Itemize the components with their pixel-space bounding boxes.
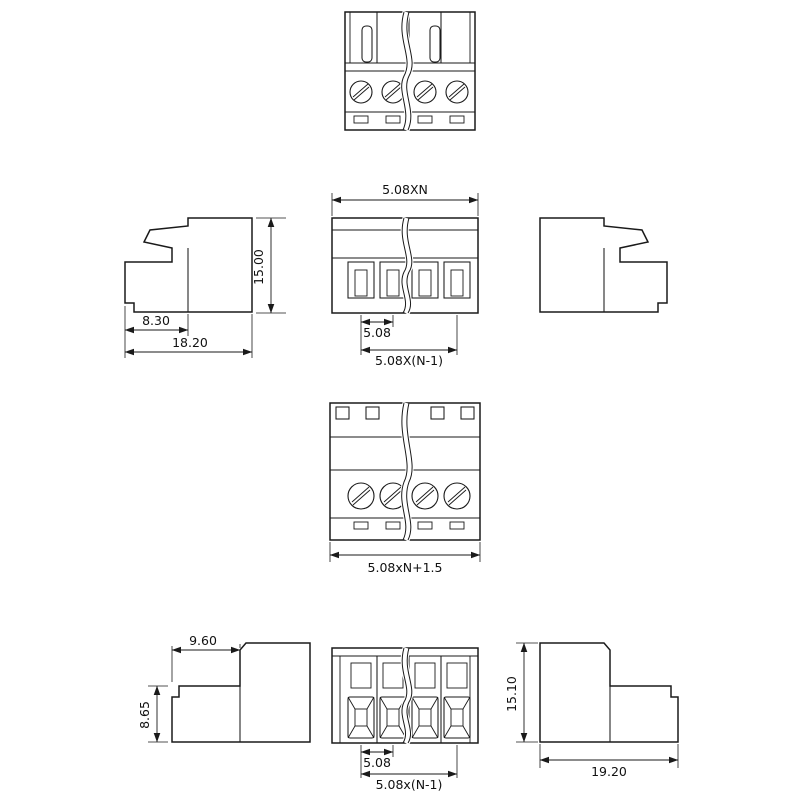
- dimension-plug-bottom: 5.08 5.08x(N-1): [360, 745, 458, 792]
- dimension-header-side-left: 9.60 8.65: [137, 633, 241, 743]
- dim-label-plug-height: 15.00: [251, 249, 266, 285]
- dimension-plug-width: 5.08XN: [331, 182, 479, 216]
- dimension-plug-side-depths: 8.30 18.20: [124, 306, 253, 358]
- dimension-header-side-right: 15.10 19.20: [504, 642, 679, 779]
- plug-top-view: [344, 10, 476, 132]
- break-line: [400, 10, 414, 132]
- wire-clamp-slot: [429, 25, 441, 63]
- screw-head: [413, 80, 437, 104]
- header-side-right-view: [539, 642, 679, 743]
- dim-label-total-depth: 18.20: [172, 335, 208, 350]
- plug-side-right-view: [539, 217, 668, 313]
- dimension-plug-pitch: 5.08 5.08X(N-1): [360, 315, 458, 368]
- dim-label-header-front-height: 8.65: [137, 701, 152, 729]
- screw-head: [411, 482, 439, 510]
- dim-label-bottom-pitch: 5.08: [363, 755, 391, 770]
- wire-clamp-slot: [361, 25, 373, 63]
- header-side-left-view: [171, 642, 311, 743]
- break-line: [400, 216, 414, 316]
- dim-label-header-height: 15.10: [504, 676, 519, 712]
- plug-side-left-view: [124, 217, 253, 313]
- dim-label-header-top-depth: 9.60: [189, 633, 217, 648]
- dim-label-wire-depth: 8.30: [142, 313, 170, 328]
- break-line: [400, 402, 414, 542]
- plug-front-view: [331, 216, 479, 316]
- latch-window: [430, 406, 445, 420]
- dim-label-header-width: 5.08xN+1.5: [368, 560, 443, 575]
- plug-bottom-view: [331, 646, 479, 746]
- screw-head: [349, 80, 373, 104]
- latch-window: [335, 406, 350, 420]
- screw-head: [347, 482, 375, 510]
- screw-head: [443, 482, 471, 510]
- dimension-plug-height: 15.00: [251, 217, 286, 314]
- screw-head: [445, 80, 469, 104]
- break-line: [400, 646, 414, 746]
- latch-window: [460, 406, 475, 420]
- dim-label-header-total-depth: 19.20: [591, 764, 627, 779]
- dim-label-pitch: 5.08: [363, 325, 391, 340]
- dimension-header-width: 5.08xN+1.5: [329, 542, 481, 575]
- dim-label-plug-width: 5.08XN: [382, 182, 428, 197]
- latch-window: [365, 406, 380, 420]
- dim-label-bottom-pitch-span: 5.08x(N-1): [376, 777, 443, 792]
- dim-label-pitch-span: 5.08X(N-1): [375, 353, 443, 368]
- header-front-view: [329, 402, 481, 542]
